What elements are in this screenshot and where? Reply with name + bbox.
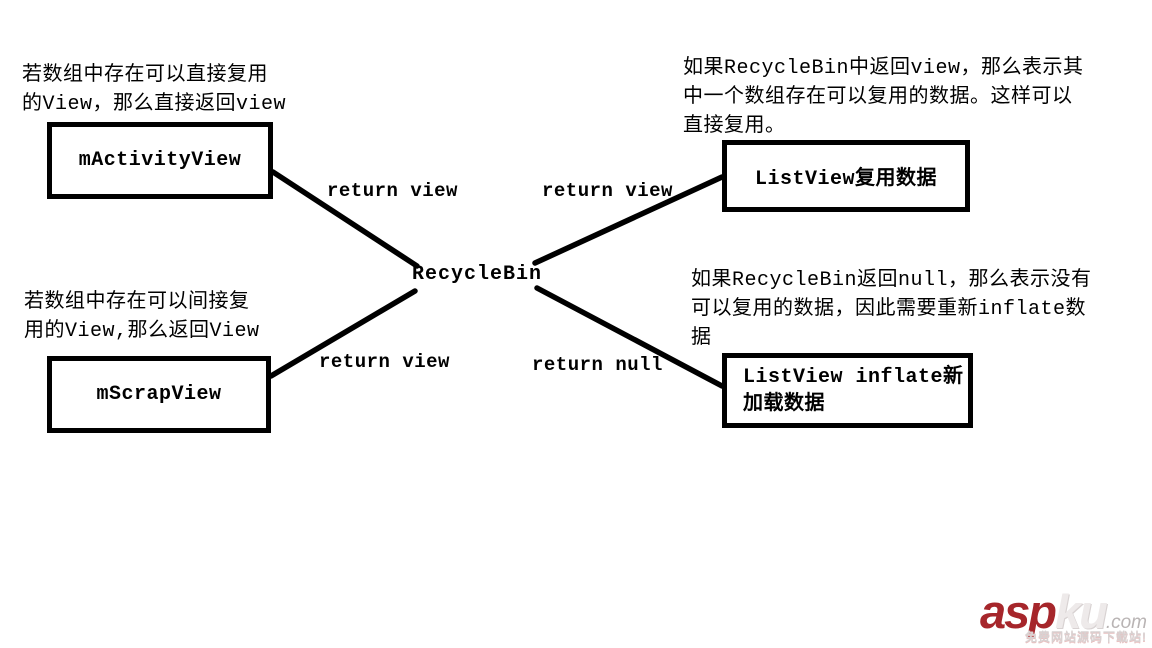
node-mactivityview-label: mActivityView <box>78 149 242 172</box>
watermark-aspku: aspku.com 免费网站源码下载站! <box>975 588 1147 643</box>
edge-label-scrap-return-view: return view <box>319 351 450 373</box>
watermark-brand: aspku.com <box>975 588 1147 635</box>
watermark-tagline: 免费网站源码下载站! <box>1025 630 1147 644</box>
annotation-top-left: 若数组中存在可以直接复用 的View，那么直接返回view <box>22 64 287 116</box>
watermark-brand-tld: .com <box>1105 612 1147 633</box>
edge-label-activity-return-view: return view <box>327 180 458 202</box>
node-listview-inflate: ListView inflate新 加载数据 <box>722 353 973 428</box>
node-recyclebin: RecycleBin <box>412 263 543 286</box>
node-mscrapview: mScrapView <box>47 356 271 433</box>
watermark-brand-asp: asp <box>979 585 1057 638</box>
node-mactivityview: mActivityView <box>47 122 273 199</box>
edge-label-reuse-return-view: return view <box>542 180 673 202</box>
node-mscrapview-label: mScrapView <box>96 383 222 406</box>
annotation-bottom-left: 若数组中存在可以间接复 用的View,那么返回View <box>24 291 260 343</box>
annotation-top-right: 如果RecycleBin中返回view，那么表示其 中一个数组存在可以复用的数据… <box>683 57 1084 138</box>
node-listview-inflate-label: ListView inflate新 加载数据 <box>743 365 964 416</box>
annotation-bottom-right: 如果RecycleBin返回null，那么表示没有 可以复用的数据，因此需要重新… <box>691 269 1092 350</box>
edge-label-inflate-return-null: return null <box>532 354 663 376</box>
watermark-brand-ku: ku <box>1054 585 1108 638</box>
node-listview-reuse-label: ListView复用数据 <box>754 168 937 191</box>
node-listview-reuse: ListView复用数据 <box>722 140 970 212</box>
